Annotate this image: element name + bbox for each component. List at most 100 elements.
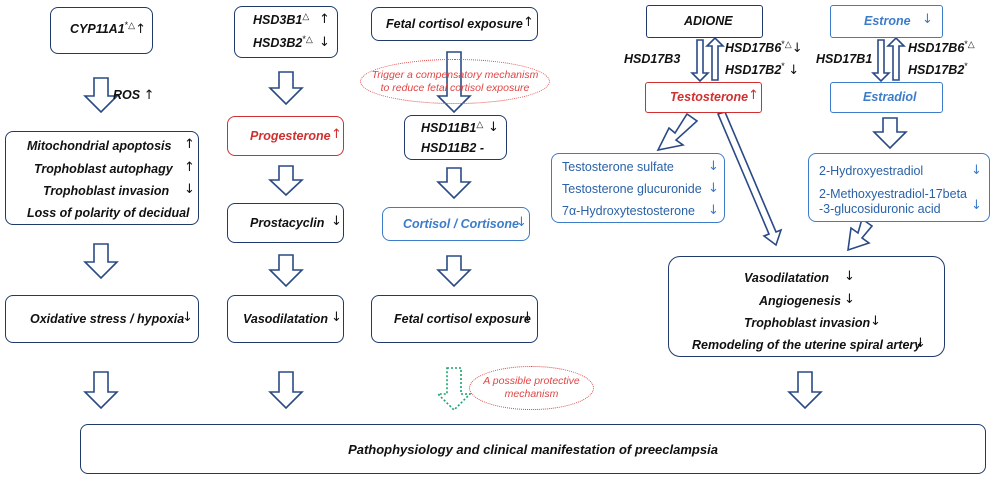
arrow-diag <box>716 111 783 247</box>
up-arrow-icon: ↑ <box>143 88 155 103</box>
down-arrow-icon: ↓ <box>516 215 527 230</box>
prostacyclin-label: Prostacyclin <box>250 216 325 230</box>
estrone-label: Estrone <box>864 14 911 28</box>
hsd3b1-label: HSD3B1 <box>253 13 303 27</box>
adione-box: ADIONE <box>646 5 763 38</box>
hsd17b6-label-2: HSD17B6*△ <box>908 39 975 55</box>
hsd17b1-label: HSD17B1 <box>816 52 872 66</box>
hsd17b6-label-1: HSD17B6*△↓ <box>725 39 803 56</box>
fetal-cortisol-top-label: Fetal cortisol exposure <box>386 17 523 31</box>
methoxyestradiol-line1: 2-Methoxyestradiol-17beta <box>819 187 967 201</box>
cortisol-box: Cortisol / Cortisone ↓ <box>382 207 530 241</box>
protective-line2: mechanism <box>504 388 559 400</box>
down-arrow-icon: ↓ <box>870 314 881 329</box>
hsd17b3-label: HSD17B3 <box>624 52 680 66</box>
up-arrow-icon: ↑ <box>184 160 195 175</box>
hsd3b2-label: HSD3B2 <box>253 36 303 50</box>
down-arrow-icon: ↓ <box>708 159 719 174</box>
cortisol-label: Cortisol / Cortisone <box>403 217 519 231</box>
compensatory-line1: Trigger a compensatory mechanism <box>371 68 539 81</box>
oxidative-text: Oxidative stress / hypoxia <box>30 312 185 326</box>
arrow-up <box>705 36 725 81</box>
up-arrow-icon: ↑ <box>331 127 342 142</box>
hsd17b1-text: HSD17B1 <box>816 52 873 66</box>
hsd11b1-marker: △ <box>476 119 484 129</box>
arrow-down <box>83 371 119 410</box>
preeclampsia-label: Pathophysiology and clinical manifestati… <box>348 442 718 457</box>
prostacyclin-box: Prostacyclin ↓ <box>227 203 344 243</box>
hydroxyestradiol: 2-Hydroxyestradiol <box>819 164 924 178</box>
fetal-cortisol-top-box: Fetal cortisol exposure ↑ <box>371 7 538 41</box>
up-arrow-icon: ↑ <box>523 15 534 30</box>
hsd17b3-text: HSD17B3 <box>624 52 681 66</box>
methoxyestradiol-line2: -3-glucosiduronic acid <box>819 202 941 216</box>
estradiol-metabolites-box: 2-Hydroxyestradiol ↓ 2-Methoxyestradiol-… <box>808 153 990 222</box>
cyp11a1-box: CYP11A1*△↑ <box>50 7 153 54</box>
arrow-down <box>690 39 710 83</box>
cyp11a1-label: CYP11A1 <box>70 22 125 36</box>
down-arrow-icon: ↓ <box>182 310 193 325</box>
hsd17b6-text: HSD17B6 <box>908 41 965 55</box>
down-arrow-icon: ↓ <box>708 181 719 196</box>
arrow-down <box>83 243 119 280</box>
hsd17b6-marker: *△ <box>964 39 975 49</box>
down-arrow-icon: ↓ <box>708 203 719 218</box>
arrow-down <box>787 371 823 410</box>
arrow-down <box>871 39 891 83</box>
mitochondrial-box: Mitochondrial apoptosis ↑ Trophoblast au… <box>5 131 199 225</box>
down-arrow-icon: ↓ <box>971 163 982 178</box>
fetal-cortisol-bottom-box: Fetal cortisol exposure ↓ <box>371 295 538 343</box>
arrow-down <box>872 117 908 150</box>
progesterone-label: Progesterone <box>250 129 331 143</box>
down-arrow-icon: ↓ <box>488 120 499 135</box>
testosterone-box: Testosterone ↑ <box>645 82 762 113</box>
arrow-down <box>83 77 119 114</box>
arrow-down <box>436 255 472 288</box>
hsd17b6-text: HSD17B6 <box>725 41 782 55</box>
hsd11b2-label: HSD11B2 - <box>421 141 484 155</box>
oxidative-stress-box: Oxidative stress / hypoxia ↓ <box>5 295 199 343</box>
protective-line1: A possible protective <box>483 375 580 387</box>
hsd17b2-marker: * <box>781 61 785 71</box>
testosterone-metabolites-box: Testosterone sulfate ↓ Testosterone gluc… <box>551 153 725 223</box>
progesterone-box: Progesterone ↑ <box>227 116 344 156</box>
estradiol-label: Estradiol <box>863 90 917 104</box>
hsd17b2-marker: * <box>964 61 968 71</box>
down-arrow-icon: ↓ <box>331 214 342 229</box>
outcome-vasodilatation: Vasodilatation <box>744 271 829 285</box>
testosterone-sulfate: Testosterone sulfate <box>562 160 674 174</box>
invasion-text: Trophoblast invasion <box>43 184 170 198</box>
hsd11b1-label: HSD11B1 <box>421 121 477 135</box>
outcome-trophoblast: Trophoblast invasion <box>744 316 871 330</box>
down-arrow-icon: ↓ <box>319 35 330 50</box>
adione-label: ADIONE <box>684 14 733 28</box>
polarity-text: Loss of polarity of decidual <box>27 206 190 220</box>
vasodilatation-label: Vasodilatation <box>243 312 328 326</box>
down-arrow-icon: ↓ <box>915 336 926 351</box>
up-arrow-icon: ↑ <box>748 88 759 103</box>
down-arrow-icon: ↓ <box>522 310 533 325</box>
down-arrow-icon: ↓ <box>844 269 855 284</box>
arrow-up <box>886 36 906 81</box>
arrow-down <box>267 165 305 197</box>
hsd11b-box: HSD11B1△ ↓ HSD11B2 - <box>404 115 507 160</box>
compensatory-line2: to reduce fetal cortisol exposure <box>380 81 530 94</box>
hsd3b1-marker: △ <box>302 11 310 21</box>
mito-text: Mitochondrial apoptosis <box>27 139 172 153</box>
outcome-remodeling: Remodeling of the uterine spiral artery <box>692 338 922 352</box>
down-arrow-icon: ↓ <box>844 292 855 307</box>
hsd3b-box: HSD3B1△ ↑ HSD3B2*△ ↓ <box>234 6 338 58</box>
arrow-down <box>268 71 304 106</box>
down-arrow-icon: ↓ <box>331 310 342 325</box>
testosterone-glucuronide: Testosterone glucuronide <box>562 182 702 196</box>
vasodilatation-box: Vasodilatation ↓ <box>227 295 344 343</box>
testosterone-label: Testosterone <box>670 90 749 104</box>
estrone-box: Estrone ↓ <box>830 5 943 38</box>
outcome-angiogenesis: Angiogenesis <box>759 294 841 308</box>
ros-label: ROS ↑ <box>113 88 154 103</box>
up-arrow-icon: ↑ <box>135 22 147 37</box>
down-arrow-icon: ↓ <box>922 12 933 27</box>
